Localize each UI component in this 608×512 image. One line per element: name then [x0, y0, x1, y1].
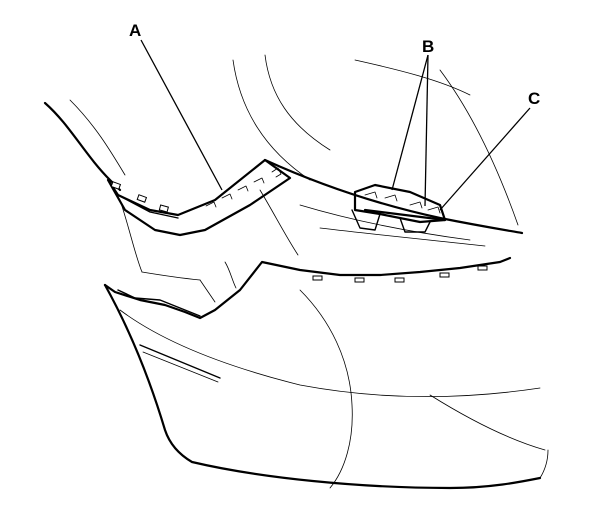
leader-b1: [391, 54, 429, 191]
rear-bumper-cover: [103, 199, 549, 490]
upper-spacer: [351, 183, 447, 233]
leader-b2: [424, 54, 429, 207]
callout-label-b: B: [422, 37, 434, 56]
callout-label-a: A: [129, 21, 141, 40]
callout-leaders: [140, 39, 531, 211]
side-spacer-bracket: [106, 158, 292, 237]
vehicle-body: [43, 54, 524, 256]
leader-a: [140, 39, 223, 191]
leader-c: [439, 107, 531, 211]
callout-label-c: C: [528, 89, 540, 108]
